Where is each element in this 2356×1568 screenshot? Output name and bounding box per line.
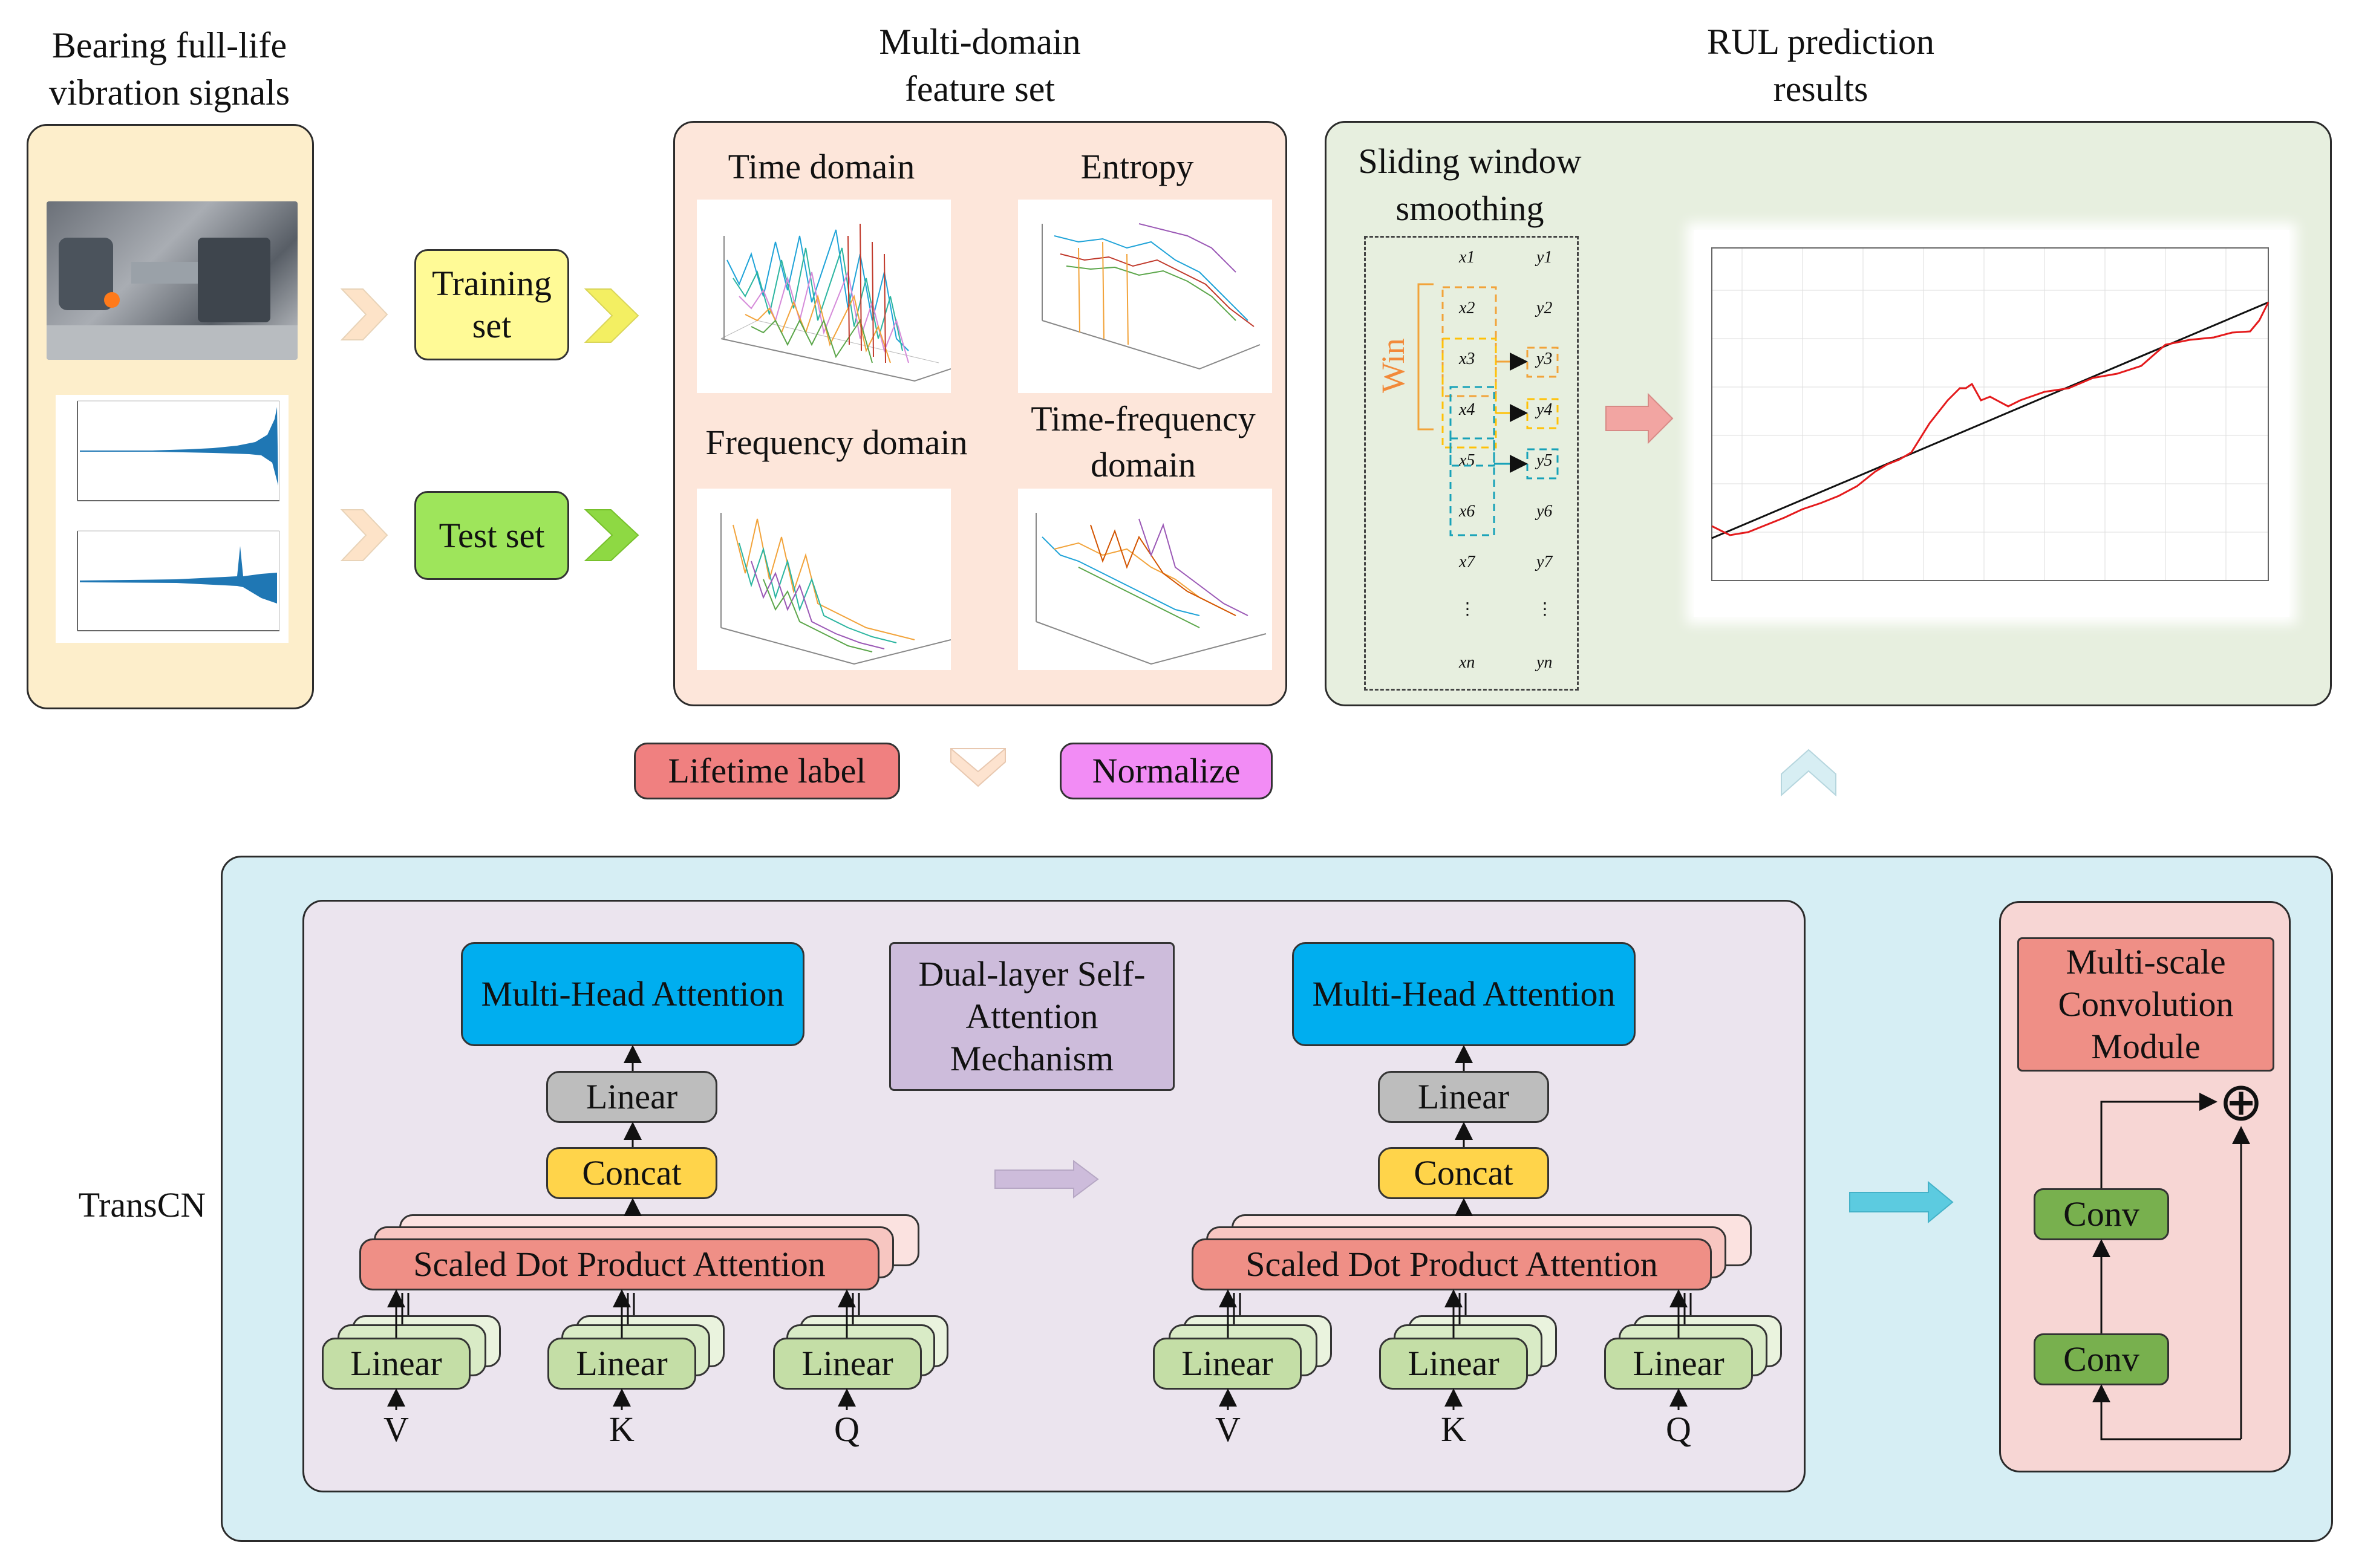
lifetime-label-box: Lifetime label xyxy=(634,743,900,799)
mha-box-left: Multi-Head Attention xyxy=(461,942,804,1046)
y-item-5: y5 xyxy=(1536,451,1553,470)
x-item-2: x2 xyxy=(1459,299,1475,317)
dual-layer-box: Dual-layer Self-Attention Mechanism xyxy=(889,942,1175,1091)
x-item-4: x4 xyxy=(1459,400,1475,419)
input-q-left: Q xyxy=(834,1410,860,1449)
signals-title: Bearing full-life vibration signals xyxy=(48,25,290,112)
sdpa-box-right: Scaled Dot Product Attention xyxy=(1192,1238,1712,1290)
x-item-3: x3 xyxy=(1459,350,1475,368)
sdpa-box-left: Scaled Dot Product Attention xyxy=(359,1238,879,1290)
test-set-box: Test set xyxy=(414,491,569,580)
input-v-left: V xyxy=(383,1410,409,1449)
entropy-plot xyxy=(1018,200,1272,393)
linear-gray-left: Linear xyxy=(546,1071,717,1123)
x-item-7: x7 xyxy=(1459,553,1475,571)
chevron-icon-4 xyxy=(584,509,639,561)
right-arrow-icon-rul xyxy=(1605,392,1674,444)
time-frequency-domain-label: Time-frequency domain xyxy=(1031,399,1256,484)
linear-q-right: Linear xyxy=(1604,1338,1753,1390)
frequency-domain-label: Frequency domain xyxy=(705,423,968,462)
sum-node-icon: ⊕ xyxy=(2219,1070,2263,1133)
transcn-label: TransCN xyxy=(78,1185,206,1225)
right-arrow-icon-conv xyxy=(1849,1180,1954,1224)
mha-box-right: Multi-Head Attention xyxy=(1292,942,1636,1046)
feature-set-title: Multi-domain feature set xyxy=(879,22,1081,109)
frequency-domain-plot xyxy=(697,489,951,670)
y-item-n: yn xyxy=(1536,653,1553,672)
chevron-icon-2 xyxy=(340,509,388,561)
y-item-4: y4 xyxy=(1536,400,1553,419)
test-rig-photo xyxy=(47,201,298,360)
signals-panel xyxy=(27,124,314,709)
linear-k-right: Linear xyxy=(1379,1338,1528,1390)
down-chevron-icon xyxy=(950,748,1006,787)
chevron-icon-1 xyxy=(340,288,388,340)
training-set-box: Training set xyxy=(414,249,569,360)
normalize-box: Normalize xyxy=(1060,743,1273,799)
y-item-ellipsis: ⋮ xyxy=(1536,600,1553,619)
x-item-6: x6 xyxy=(1459,502,1475,521)
x-item-n: xn xyxy=(1459,653,1475,672)
sliding-window-title: Sliding window smoothing xyxy=(1358,142,1582,228)
chevron-icon-3 xyxy=(584,288,639,343)
y-item-7: y7 xyxy=(1536,553,1553,571)
input-k-left: K xyxy=(609,1410,635,1449)
time-domain-label: Time domain xyxy=(728,147,915,186)
input-v-right: V xyxy=(1215,1410,1241,1449)
y-item-1: y1 xyxy=(1536,248,1553,267)
vibration-signal-plots xyxy=(56,395,289,643)
y-item-6: y6 xyxy=(1536,502,1553,521)
x-item-ellipsis: ⋮ xyxy=(1459,600,1476,619)
rul-results-title: RUL prediction results xyxy=(1706,22,1935,109)
x-item-5: x5 xyxy=(1459,451,1475,470)
entropy-label: Entropy xyxy=(1080,147,1194,186)
rul-prediction-chart xyxy=(1694,230,2289,617)
y-item-2: y2 xyxy=(1536,299,1553,317)
linear-v-left: Linear xyxy=(322,1338,471,1390)
y-item-3: y3 xyxy=(1536,350,1553,368)
linear-q-left: Linear xyxy=(773,1338,922,1390)
input-q-right: Q xyxy=(1666,1410,1691,1449)
msc-title-box: Multi-scale Convolution Module xyxy=(2017,937,2274,1072)
time-frequency-domain-plot xyxy=(1018,489,1272,670)
x-item-1: x1 xyxy=(1459,248,1475,267)
up-chevron-icon xyxy=(1781,749,1836,797)
input-k-right: K xyxy=(1441,1410,1466,1449)
right-arrow-icon-attention xyxy=(994,1160,1099,1199)
time-domain-plot xyxy=(697,200,951,393)
sliding-window-diagram xyxy=(1364,236,1579,691)
